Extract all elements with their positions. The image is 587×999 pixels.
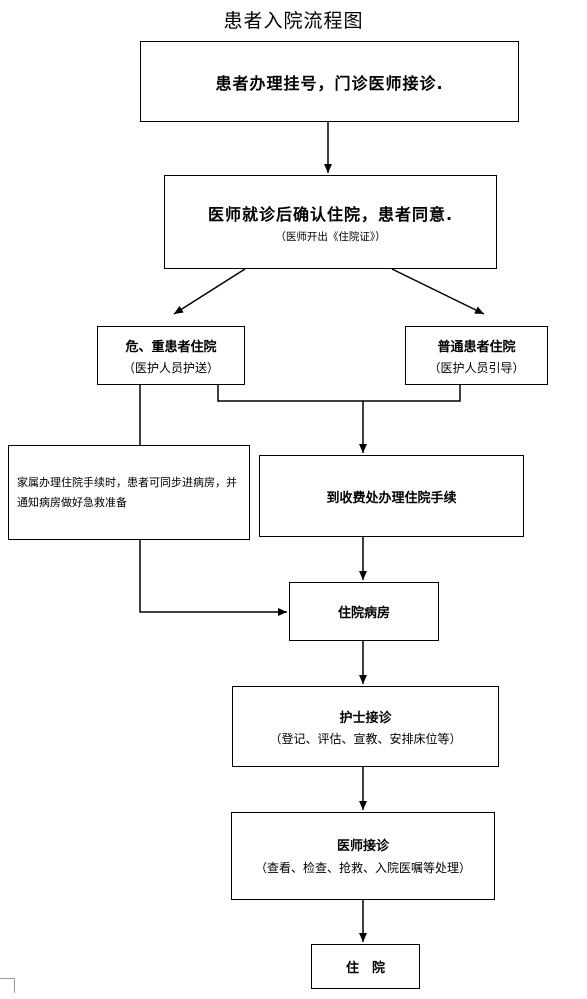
page-corner-mark xyxy=(0,978,15,993)
node-ward: 住院病房 xyxy=(289,582,439,641)
node-critical: 危、重患者住院 （医护人员护送） xyxy=(97,326,245,385)
arrow-family-to-ward xyxy=(139,540,287,616)
node-doctor-label: 医师接诊 xyxy=(336,838,389,854)
node-normal: 普通患者住院 （医护人员引导） xyxy=(405,326,548,385)
page-title: 患者入院流程图 xyxy=(223,10,364,32)
node-critical-note: （医护人员护送） xyxy=(122,360,219,375)
node-doctor: 医师接诊 （查看、检查、抢救、入院医嘱等处理） xyxy=(231,812,495,900)
node-family-label: 家属办理住院手续时，患者可同步进病房，并通知病房做好急救准备 xyxy=(17,475,237,509)
node-normal-note: （医护人员引导） xyxy=(428,360,525,375)
arrow-confirm-to-normal xyxy=(391,268,485,315)
node-family: 家属办理住院手续时，患者可同步进病房，并通知病房做好急救准备 xyxy=(8,445,250,540)
node-admit: 住 院 xyxy=(311,944,420,989)
node-critical-label: 危、重患者住院 xyxy=(125,339,217,355)
node-confirm: 医师就诊后确认住院，患者同意. （医师开出《住院证》） xyxy=(164,175,497,269)
node-cashier: 到收费处办理住院手续 xyxy=(259,455,524,537)
node-confirm-label: 医师就诊后确认住院，患者同意. xyxy=(207,204,454,224)
node-nurse-label: 护士接诊 xyxy=(339,710,392,726)
node-cashier-label: 到收费处办理住院手续 xyxy=(326,490,457,506)
node-normal-label: 普通患者住院 xyxy=(437,339,516,355)
node-register-label: 患者办理挂号，门诊医师接诊. xyxy=(215,73,444,93)
node-register: 患者办理挂号，门诊医师接诊. xyxy=(140,41,519,122)
node-confirm-note: （医师开出《住院证》） xyxy=(275,230,386,243)
arrow-confirm-to-critical xyxy=(173,268,246,315)
line-critical-merge xyxy=(217,385,461,402)
node-nurse: 护士接诊 （登记、评估、宣教、安排床位等） xyxy=(232,686,499,767)
node-ward-label: 住院病房 xyxy=(337,606,390,621)
node-admit-label: 住 院 xyxy=(345,961,385,976)
node-doctor-note: （查看、检查、抢救、入院医嘱等处理） xyxy=(254,860,471,875)
node-nurse-note: （登记、评估、宣教、安排床位等） xyxy=(269,731,462,746)
